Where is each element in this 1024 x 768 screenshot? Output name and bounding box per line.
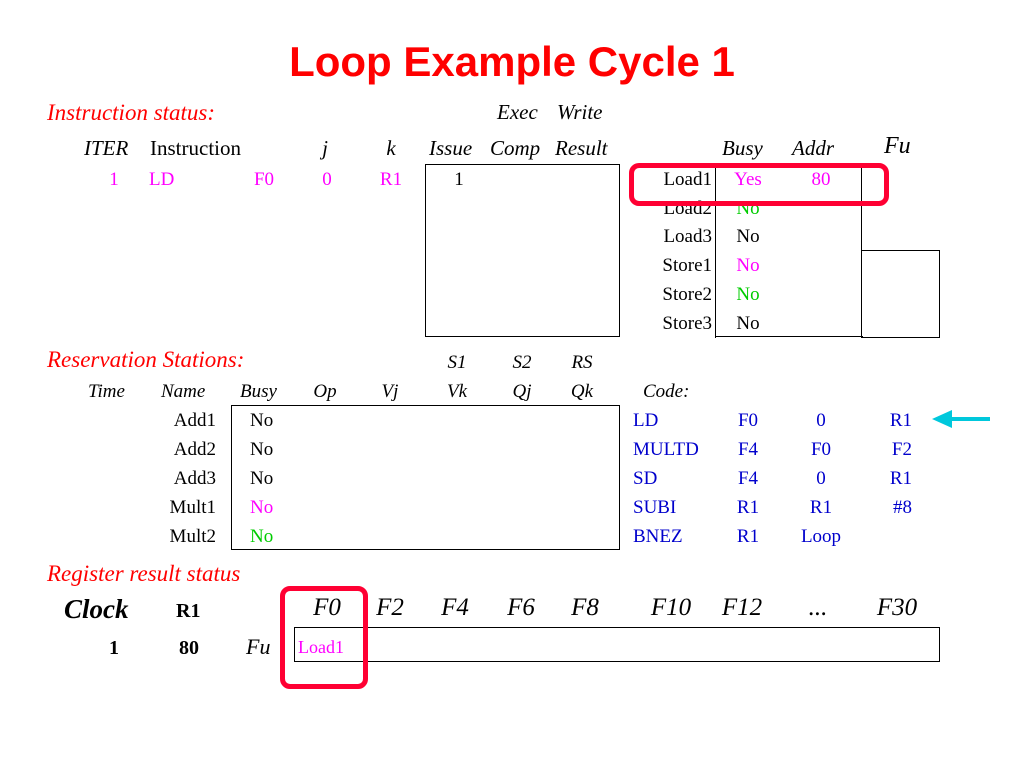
buffer-busy: No <box>736 284 760 305</box>
rs-busy: No <box>250 410 274 431</box>
exec-header: Exec <box>497 100 538 124</box>
f0-highlight <box>280 586 368 689</box>
rs-name: Add3 <box>173 468 216 489</box>
addr-header: Addr <box>792 136 834 160</box>
instruction-status-label: Instruction status: <box>47 100 216 125</box>
register-fu-f0: Load1 <box>298 637 344 657</box>
instruction-issue: 1 <box>454 169 464 190</box>
rs-name: Add2 <box>173 439 216 460</box>
code-arg-b: 0 <box>816 410 826 431</box>
register-header: F4 <box>441 594 469 621</box>
buffer-name: Store1 <box>662 255 712 276</box>
buffer-name: Store2 <box>662 284 712 305</box>
code-op: MULTD <box>633 439 699 460</box>
s2-header: S2 <box>512 352 532 373</box>
register-status-label: Register result status <box>47 561 241 586</box>
register-header: ... <box>808 594 828 621</box>
buffer-busy: Yes <box>734 169 762 190</box>
code-op: LD <box>633 410 659 431</box>
code-arg-c: R1 <box>889 410 912 431</box>
fu-header: Fu <box>884 133 911 159</box>
code-op: BNEZ <box>633 526 683 547</box>
register-header: F30 <box>876 594 918 621</box>
buffer-divider <box>715 336 863 337</box>
buffer-name: Store3 <box>662 313 712 334</box>
reservation-stations-table <box>231 405 620 550</box>
clock-label: Clock <box>64 594 129 624</box>
code-op: SD <box>633 468 658 489</box>
name-header: Name <box>161 381 206 402</box>
rs-busy: No <box>250 526 274 547</box>
r1-value: 80 <box>179 637 199 659</box>
reservation-stations-label: Reservation Stations: <box>47 347 245 372</box>
instruction-status-table <box>425 164 620 337</box>
register-fu-row <box>294 627 940 662</box>
op-header: Op <box>313 381 337 402</box>
rs-name: Add1 <box>173 410 216 431</box>
code-arg-b: F0 <box>810 439 832 460</box>
j-header: j <box>322 136 328 160</box>
rs-busy-header: Busy <box>240 381 277 402</box>
rs-busy: No <box>250 439 274 460</box>
instruction-header: Instruction <box>150 136 241 160</box>
code-arg-c: R1 <box>889 468 912 489</box>
rs-name: Mult1 <box>169 497 216 518</box>
code-arg-a: R1 <box>736 526 760 547</box>
issue-header: Issue <box>429 136 473 160</box>
code-arg-c: #8 <box>893 497 912 518</box>
store-fu-box <box>861 250 940 338</box>
rs-header: RS <box>571 352 593 373</box>
buffer-busy: No <box>736 255 760 276</box>
s1-header: S1 <box>447 352 467 373</box>
register-header: F8 <box>571 594 599 621</box>
buffer-divider <box>715 164 716 338</box>
buffer-addr: 80 <box>811 169 831 190</box>
code-op: SUBI <box>633 497 677 518</box>
register-header: F0 <box>313 594 341 621</box>
fu-row-label: Fu <box>246 634 271 659</box>
rs-busy: No <box>250 497 274 518</box>
comp-header: Comp <box>490 136 541 160</box>
buffer-busy: No <box>736 313 760 334</box>
rs-busy: No <box>250 468 274 489</box>
register-header: F12 <box>721 594 763 621</box>
register-header: F10 <box>650 594 692 621</box>
code-header: Code: <box>643 381 690 402</box>
clock-value: 1 <box>109 637 119 659</box>
buffer-busy: No <box>736 226 760 247</box>
slide-title: Loop Example Cycle 1 <box>289 38 735 85</box>
write-header: Write <box>557 100 603 124</box>
code-arg-b: 0 <box>816 468 826 489</box>
code-arg-a: R1 <box>736 497 760 518</box>
vk-header: Vk <box>446 381 468 402</box>
buffer-name: Load1 <box>663 169 712 190</box>
iter-value: 1 <box>109 169 119 190</box>
qk-header: Qk <box>570 381 594 402</box>
code-arg-b: Loop <box>800 526 842 547</box>
result-header: Result <box>555 136 608 160</box>
instruction-op: LD <box>149 169 175 190</box>
instruction-dest: F0 <box>253 169 275 190</box>
rs-name: Mult2 <box>169 526 216 547</box>
register-header: F2 <box>376 594 404 621</box>
code-arg-b: R1 <box>809 497 833 518</box>
time-header: Time <box>88 381 125 402</box>
code-arg-c: F2 <box>891 439 912 460</box>
instruction-k: R1 <box>379 169 403 190</box>
code-arg-a: F4 <box>737 439 759 460</box>
code-arg-a: F0 <box>737 410 759 431</box>
code-arg-a: F4 <box>737 468 759 489</box>
r1-label: R1 <box>176 600 201 622</box>
iter-header: ITER <box>84 136 129 160</box>
arrow-left-icon <box>932 410 990 428</box>
vj-header: Vj <box>381 381 399 402</box>
buffer-name: Load3 <box>663 226 712 247</box>
k-header: k <box>386 136 396 160</box>
busy-header: Busy <box>722 136 763 160</box>
load1-highlight <box>629 163 889 206</box>
buffer-divider <box>861 250 940 251</box>
qj-header: Qj <box>512 381 532 402</box>
register-header: F6 <box>507 594 535 621</box>
instruction-j: 0 <box>322 169 332 190</box>
